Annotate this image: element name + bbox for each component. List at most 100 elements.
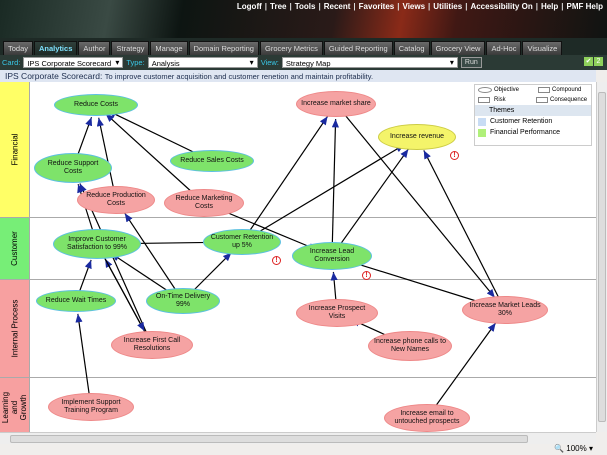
- legend-consequence: Consequence: [550, 97, 588, 103]
- run-button[interactable]: Run: [460, 57, 482, 68]
- objective-reduce-support[interactable]: Reduce Support Costs: [34, 153, 112, 183]
- horizontal-scrollbar[interactable]: [0, 432, 596, 444]
- top-link-views[interactable]: Views: [402, 2, 426, 11]
- lane-financial: Financial: [0, 82, 596, 218]
- top-link-tree[interactable]: Tree: [270, 2, 287, 11]
- scorecard-name: IPS Corporate Scorecard:: [5, 71, 103, 81]
- tab-ad-hoc[interactable]: Ad-Hoc: [486, 41, 522, 55]
- type-label: Type:: [126, 58, 145, 67]
- card-select[interactable]: IPS Corporate Scorecard: [23, 57, 124, 68]
- theme-financial-performance[interactable]: Financial Performance: [475, 127, 591, 138]
- risk-shape-icon: [478, 97, 490, 103]
- card-label: Card:: [2, 58, 21, 67]
- objective-phone-calls[interactable]: Increase phone calls to New Names: [368, 331, 452, 361]
- scorecard-title: IPS Corporate Scorecard: To improve cust…: [0, 70, 596, 82]
- edge-lead_conv-to-market_share: [331, 118, 339, 257]
- toolbar: Card: IPS Corporate Scorecard Type: Anal…: [0, 55, 607, 70]
- top-link-recent[interactable]: Recent: [323, 2, 351, 11]
- lane-customer: Customer: [0, 218, 596, 280]
- tab-grocery-metrics[interactable]: Grocery Metrics: [259, 41, 323, 55]
- top-links: Logoff|Tree|Tools|Recent|Favorites|Views…: [237, 2, 603, 11]
- status-bar: 🔍 100% ▾: [0, 444, 607, 455]
- edge-reduce_marketing-to-reduce_costs: [105, 113, 205, 204]
- edge-lead_conv-to-revenue: [331, 148, 409, 257]
- tab-today[interactable]: Today: [3, 41, 34, 55]
- legend: Objective Compound Risk Consequence Themes…: [474, 84, 592, 146]
- top-link-utilities[interactable]: Utilities: [433, 2, 463, 11]
- objective-cust-ret[interactable]: Customer Retention up 5%: [203, 229, 281, 255]
- separator: |: [353, 2, 356, 11]
- themes-header: Themes: [475, 105, 591, 116]
- objective-shape-icon: [478, 87, 492, 93]
- legend-risk: Risk: [494, 97, 506, 103]
- scorecard-description: To improve customer acquisition and cust…: [104, 72, 374, 81]
- consequence-shape-icon: [536, 97, 548, 103]
- lane-learning-growth: Learning and Growth: [0, 378, 596, 432]
- separator: |: [535, 2, 538, 11]
- tab-strategy[interactable]: Strategy: [111, 41, 150, 55]
- separator: |: [465, 2, 468, 11]
- zoom-level: 100%: [566, 444, 587, 453]
- tab-analytics[interactable]: Analytics: [34, 41, 78, 55]
- separator: |: [264, 2, 268, 11]
- view-label: View:: [260, 58, 279, 67]
- zoom-control[interactable]: 🔍 100% ▾: [554, 444, 593, 453]
- objective-first-call[interactable]: Increase First Call Resolutions: [111, 331, 193, 359]
- tab-guided-reporting[interactable]: Guided Reporting: [323, 41, 393, 55]
- separator: |: [561, 2, 564, 11]
- top-link-logoff[interactable]: Logoff: [236, 2, 262, 11]
- type-select[interactable]: Analysis: [147, 57, 258, 68]
- objective-lead-conv[interactable]: Increase Lead Conversion: [292, 242, 372, 270]
- objective-reduce-production[interactable]: Reduce Production Costs: [77, 186, 155, 214]
- tab-domain-reporting[interactable]: Domain Reporting: [188, 41, 259, 55]
- top-link-help[interactable]: Help: [540, 2, 559, 11]
- objective-revenue[interactable]: Increase revenue: [378, 124, 456, 150]
- objective-email[interactable]: Increase email to untouched prospects: [384, 404, 470, 432]
- strategy-map-canvas: Financial Customer Internal Process Lear…: [0, 82, 596, 432]
- tab-visualize[interactable]: Visualize: [522, 41, 563, 55]
- objective-market-leads[interactable]: Increase Market Leads 30%: [462, 296, 548, 324]
- edge-cust_ret-to-market_share: [241, 116, 329, 243]
- objective-ontime[interactable]: On-Time Delivery 99%: [146, 288, 220, 314]
- top-link-favorites[interactable]: Favorites: [358, 2, 395, 11]
- edge-training-to-wait_times: [75, 313, 92, 408]
- theme-label: Financial Performance: [490, 129, 561, 136]
- theme-label: Customer Retention: [490, 118, 553, 125]
- vertical-scrollbar[interactable]: [596, 82, 607, 432]
- refresh-icon[interactable]: 2: [594, 57, 603, 66]
- tab-manage[interactable]: Manage: [150, 41, 188, 55]
- edge-market_share-to-market_leads: [335, 103, 496, 299]
- separator: |: [397, 2, 400, 11]
- edge-email-to-market_leads: [426, 322, 497, 419]
- separator: |: [289, 2, 292, 11]
- lane-internal-process: Internal Process: [0, 280, 596, 378]
- separator: |: [318, 2, 321, 11]
- top-link-pmf-help[interactable]: PMF Help: [566, 2, 603, 11]
- theme-customer-retention[interactable]: Customer Retention: [475, 116, 591, 127]
- objective-wait-times[interactable]: Reduce Wait Times: [36, 290, 116, 312]
- tab-grocery-view[interactable]: Grocery View: [430, 41, 486, 55]
- objective-reduce-marketing[interactable]: Reduce Marketing Costs: [164, 189, 244, 217]
- tab-author[interactable]: Author: [78, 41, 111, 55]
- check-icon[interactable]: ✔: [584, 57, 593, 66]
- objective-prospect-visits[interactable]: Increase Prospect Visits: [296, 299, 378, 327]
- edge-cust_ret-to-revenue: [241, 144, 405, 243]
- legend-compound: Compound: [552, 87, 582, 93]
- objective-market-share[interactable]: Increase market share: [296, 91, 376, 117]
- view-select[interactable]: Strategy Map: [281, 57, 458, 68]
- objective-reduce-sales[interactable]: Reduce Sales Costs: [170, 150, 254, 172]
- warning-icon[interactable]: !: [362, 271, 371, 280]
- header-banner: Logoff|Tree|Tools|Recent|Favorites|Views…: [0, 0, 607, 38]
- separator: |: [428, 2, 431, 11]
- objective-reduce-costs[interactable]: Reduce Costs: [54, 94, 138, 116]
- warning-icon[interactable]: !: [272, 256, 281, 265]
- objective-cust-sat[interactable]: Improve Customer Satisfaction to 99%: [53, 229, 141, 259]
- legend-objective: Objective: [494, 87, 520, 93]
- tab-catalog[interactable]: Catalog: [393, 41, 430, 55]
- top-link-accessibility-on[interactable]: Accessibility On: [470, 2, 533, 11]
- compound-shape-icon: [538, 87, 550, 93]
- warning-icon[interactable]: !: [450, 151, 459, 160]
- objective-training[interactable]: Implement Support Training Program: [48, 393, 134, 421]
- top-link-tools[interactable]: Tools: [294, 2, 316, 11]
